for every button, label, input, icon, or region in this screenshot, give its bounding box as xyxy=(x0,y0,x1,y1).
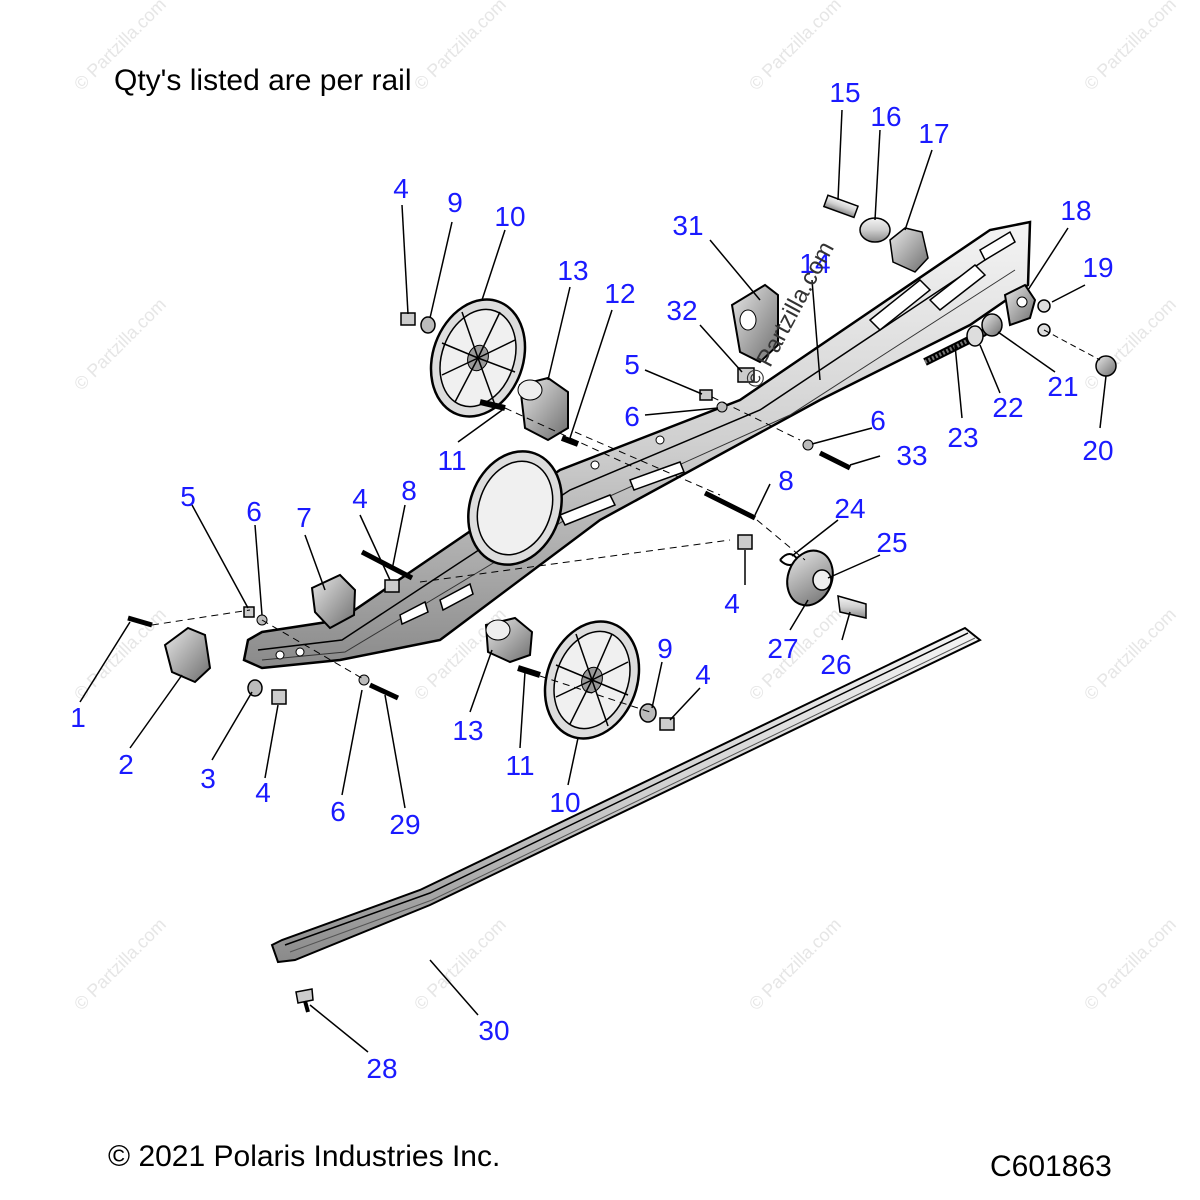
callout-24: 24 xyxy=(834,493,865,524)
copyright-text: © 2021 Polaris Industries Inc. xyxy=(108,1140,501,1173)
slide-rail-part-30 xyxy=(270,626,982,964)
callout-16: 16 xyxy=(870,101,901,132)
assembly-guide-lines xyxy=(151,396,806,713)
hub-part-25 xyxy=(812,569,832,591)
callout-4: 4 xyxy=(255,777,271,808)
callout-23: 23 xyxy=(947,422,978,453)
axle-part-26 xyxy=(837,594,867,619)
callout-1: 1 xyxy=(70,702,86,733)
shaft-bolt-lower-part-11 xyxy=(517,665,541,678)
callout-10: 10 xyxy=(549,787,580,818)
callout-13: 13 xyxy=(452,715,483,746)
long-bolt-part-8 xyxy=(360,490,757,581)
callout-4: 4 xyxy=(724,588,740,619)
bolt-part-1 xyxy=(127,615,153,628)
adjuster-nut-part-22 xyxy=(966,325,984,347)
callout-12: 12 xyxy=(604,278,635,309)
idler-wheel-lower-part-10 xyxy=(543,620,641,740)
nut-part-4 xyxy=(271,312,753,731)
callout-3: 3 xyxy=(200,763,216,794)
callout-8: 8 xyxy=(401,475,417,506)
axle-housing-lower-part-13 xyxy=(484,616,534,664)
bolt-part-19 xyxy=(1037,299,1051,337)
callout-8: 8 xyxy=(778,465,794,496)
diagram-code: C601863 xyxy=(990,1150,1112,1183)
rear-mount-part-18 xyxy=(1003,283,1037,327)
callout-labels: 1 2 3 4 4 4 4 4 5 5 6 6 6 6 7 8 8 9 9 10… xyxy=(70,77,1113,1084)
callout-6: 6 xyxy=(870,405,886,436)
bracket-part-31 xyxy=(730,283,779,364)
callout-33: 33 xyxy=(896,440,927,471)
frame-rail-part-14 xyxy=(242,220,1032,670)
callout-27: 27 xyxy=(767,633,798,664)
idler-wheel-middle xyxy=(467,450,563,566)
axle-housing-upper-part-13 xyxy=(517,376,569,442)
callout-6: 6 xyxy=(246,496,262,527)
callout-6: 6 xyxy=(624,401,640,432)
callout-9: 9 xyxy=(447,187,463,218)
rail-screw-part-28 xyxy=(295,988,314,1013)
callout-leaders xyxy=(79,109,1107,1053)
callout-13: 13 xyxy=(557,255,588,286)
bumper-part-17 xyxy=(889,227,929,273)
callout-28: 28 xyxy=(366,1053,397,1084)
bolt-part-29 xyxy=(368,682,400,701)
bolt-part-33 xyxy=(818,450,852,471)
callout-18: 18 xyxy=(1060,195,1091,226)
callout-11: 11 xyxy=(437,445,466,476)
washer-part-3 xyxy=(247,679,263,697)
callout-10: 10 xyxy=(494,201,525,232)
callout-4: 4 xyxy=(352,483,368,514)
callout-4: 4 xyxy=(695,659,711,690)
spacer-part-16 xyxy=(859,217,891,243)
callout-29: 29 xyxy=(389,809,420,840)
washer-part-6 xyxy=(256,401,814,686)
callout-19: 19 xyxy=(1082,252,1113,283)
idler-wheel-upper-part-10 xyxy=(429,298,527,418)
shaft-bolt-upper-part-11 xyxy=(479,399,506,411)
callout-22: 22 xyxy=(992,392,1023,423)
front-cap-part-2 xyxy=(163,626,212,684)
callout-15: 15 xyxy=(829,77,860,108)
callout-5: 5 xyxy=(624,349,640,380)
callout-25: 25 xyxy=(876,527,907,558)
wheel-assembly-part-27 xyxy=(786,549,834,607)
callout-32: 32 xyxy=(666,295,697,326)
callout-17: 17 xyxy=(918,118,949,149)
bumper-block-part-7 xyxy=(310,573,357,630)
callout-7: 7 xyxy=(296,502,312,533)
bolt-part-15 xyxy=(822,194,859,219)
quantity-note: Qty's listed are per rail xyxy=(114,64,412,97)
callout-6: 6 xyxy=(330,796,346,827)
callout-26: 26 xyxy=(820,649,851,680)
washer-part-9 xyxy=(420,316,657,723)
callout-14: 14 xyxy=(799,248,830,279)
callout-30: 30 xyxy=(478,1015,509,1046)
pin-part-12 xyxy=(560,435,580,447)
adjuster-end-part-21 xyxy=(981,313,1003,337)
nut-part-5 xyxy=(243,389,713,618)
callout-2: 2 xyxy=(118,749,134,780)
callout-31: 31 xyxy=(672,210,703,241)
callout-9: 9 xyxy=(657,633,673,664)
callout-21: 21 xyxy=(1047,371,1078,402)
callout-20: 20 xyxy=(1082,435,1113,466)
callout-5: 5 xyxy=(180,481,196,512)
callout-4: 4 xyxy=(393,173,409,204)
callout-11: 11 xyxy=(505,750,534,781)
